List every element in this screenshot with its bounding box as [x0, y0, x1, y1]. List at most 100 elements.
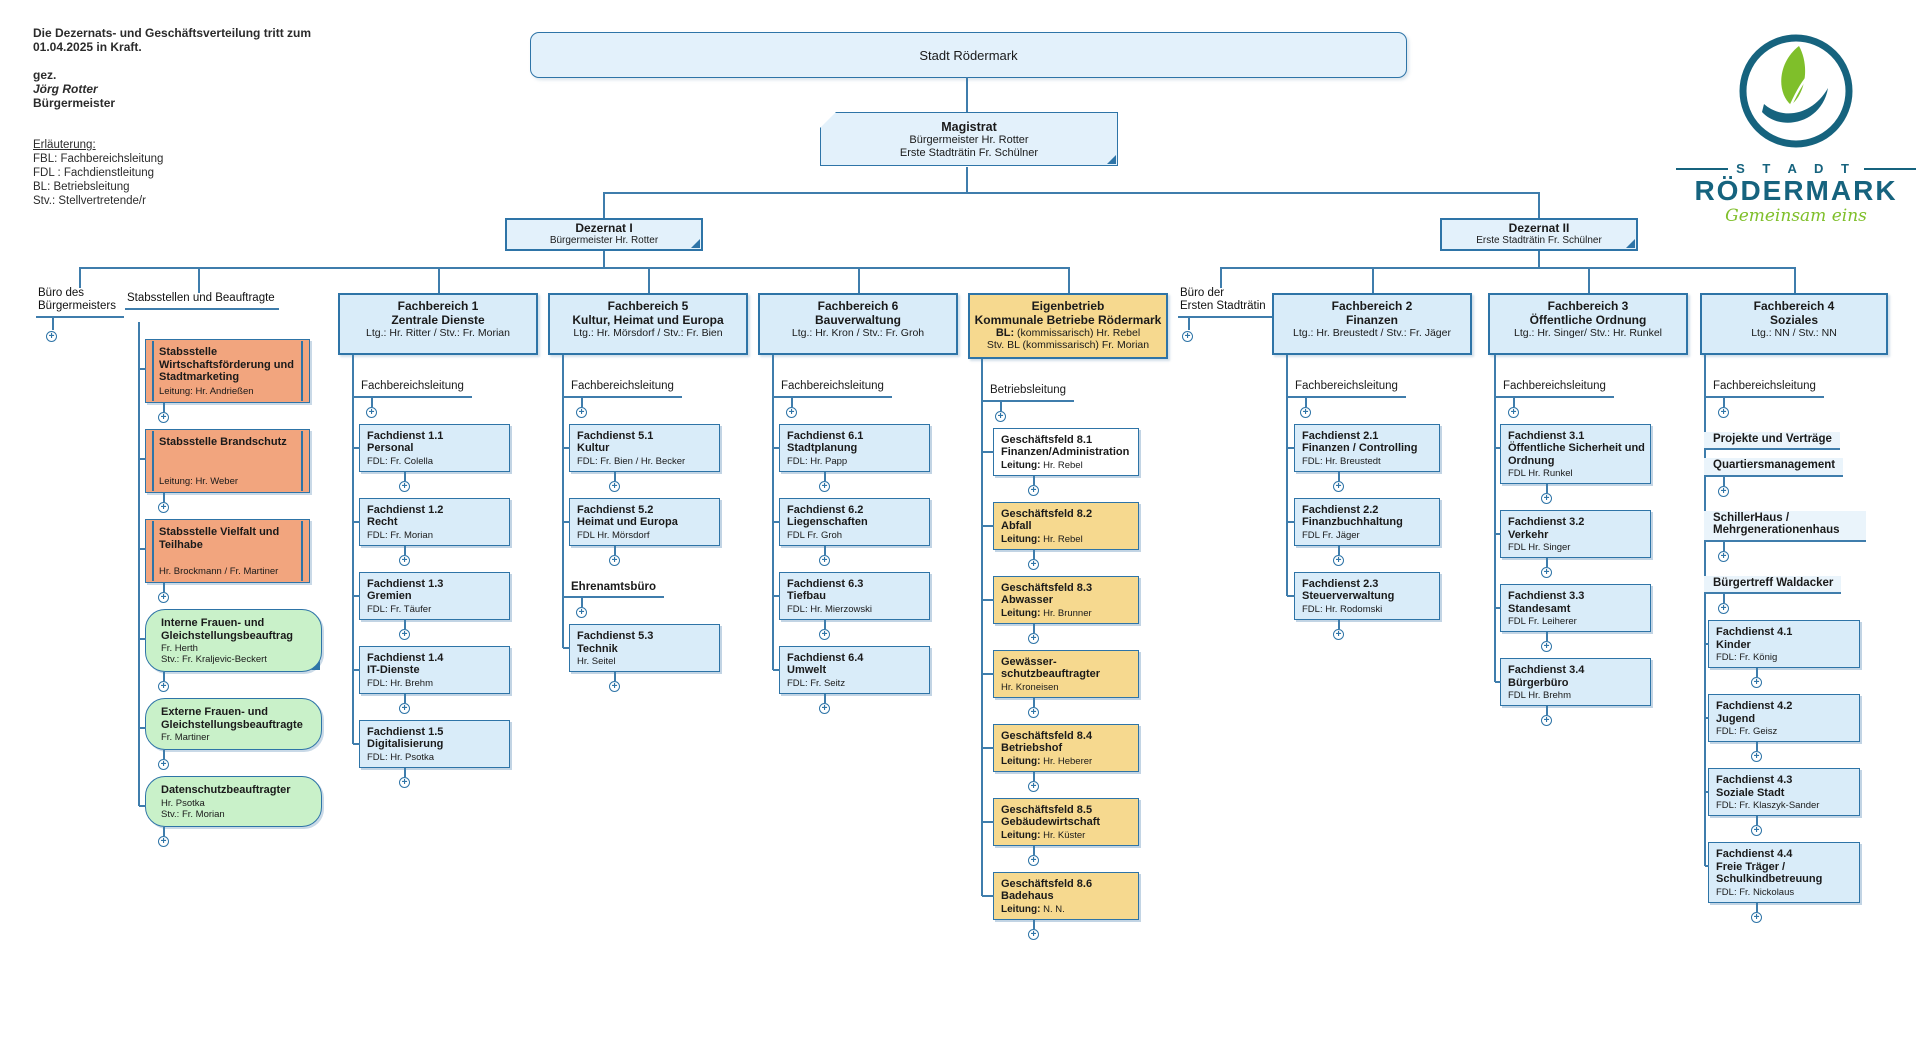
signature-name: Jörg Rotter [33, 82, 98, 96]
office-label-stabsstellen: Stabsstellen und Beauftragte [125, 292, 279, 310]
box-number: Geschäftsfeld 8.3 [1001, 581, 1093, 594]
spine-line [981, 359, 983, 896]
plus-connector-icon: + [1751, 677, 1762, 688]
header-line-text: (kommissarisch) Hr. Rebel [1014, 327, 1141, 339]
root-box-stadt-roedermark: Stadt Rödermark [530, 32, 1407, 78]
org-box: Stabsstelle Wirtschaftsförderung und Sta… [139, 339, 310, 403]
box-subtitle-label: Leitung: [1001, 607, 1041, 619]
plus-connector-icon: + [1028, 558, 1039, 570]
legend-item: Stv.: Stellvertretende/r [33, 195, 146, 207]
box-subtitle: FDL: Fr. König [1716, 652, 1855, 663]
plus-connector: + [981, 623, 1145, 650]
box-subtitle-text: FDL: Fr. Morian [367, 529, 433, 541]
connector-line [603, 192, 1540, 194]
header-line: Stv. BL (kommissarisch) Fr. Morian [986, 339, 1150, 351]
section-label: Projekte und Verträge [1704, 431, 1840, 450]
box-number: Fachdienst 6.3 [787, 577, 864, 590]
stabsstellen-column: Stabsstelle Wirtschaftsförderung und Sta… [138, 322, 328, 853]
box-subtitle-text: FDL Fr. Jäger [1302, 529, 1360, 541]
logo-rule-right [1863, 167, 1916, 170]
plus-connector-icon: + [786, 406, 797, 418]
plus-connector: + [1494, 397, 1657, 424]
header-line: Öffentliche Ordnung [1529, 312, 1647, 327]
spine-line [1704, 355, 1706, 866]
plus-connector-icon: + [158, 502, 169, 513]
connector-line [581, 598, 583, 607]
connector-line [1723, 397, 1725, 407]
connector-line [1538, 251, 1540, 268]
connector-line [1068, 267, 1070, 293]
box-title: Tiefbau [787, 590, 826, 602]
connector-line [163, 750, 165, 759]
box-subtitle-text: FDL: Fr. König [1716, 652, 1778, 663]
plus-connector: + [1494, 484, 1657, 510]
box-number: Fachdienst 1.4 [367, 651, 444, 664]
connector-line [1546, 558, 1548, 567]
plus-connector: + [981, 697, 1145, 724]
box-title: Kultur [577, 442, 610, 454]
box-title: Technik [577, 642, 618, 655]
connector-line [1000, 401, 1002, 411]
plus-connector-icon: + [819, 554, 830, 566]
box-subtitle: Leitung: N. N. [1001, 904, 1134, 915]
header-line-prefix: BL: [995, 327, 1015, 339]
box-subtitle: Leitung: Hr. Rebel [1001, 460, 1134, 471]
box-subtitle: Fr. Martiner [161, 732, 210, 743]
connector-line [404, 545, 406, 555]
plus-connector-icon: + [576, 607, 587, 618]
plus-connector-icon: + [1028, 928, 1039, 940]
plus-connector: + [1704, 668, 1866, 694]
office-label-buero-buergermeister: Büro des Bürgermeisters [36, 287, 124, 318]
connector-line [1033, 845, 1035, 855]
box-title: Stabsstelle Wirtschaftsförderung und Sta… [159, 346, 294, 383]
box-subtitle-text: Hr. Seitel [577, 656, 616, 667]
plus-connector: + [981, 475, 1145, 502]
org-box: Interne Frauen- und Gleichstellungsbeauf… [139, 609, 322, 672]
connector-line [1338, 619, 1340, 629]
box-subtitle: Stv.: Fr. Kraljevic-Beckert [161, 654, 267, 665]
plus-connector: + [1286, 545, 1446, 572]
connector-line [1723, 541, 1725, 551]
plus-connector-icon: + [1300, 406, 1311, 418]
section-label: Fachbereichsleitung [352, 379, 472, 398]
plus-connector: + [352, 693, 516, 720]
plus-connector-icon: + [1508, 406, 1519, 418]
box-title: Abfall [1001, 520, 1032, 532]
header-line: Ltg.: Hr. Mörsdorf / Stv.: Fr. Bien [573, 327, 723, 339]
box-number: Fachdienst 6.1 [787, 429, 864, 442]
box-title: Freie Träger / Schulkindbetreuung [1716, 860, 1823, 886]
box-number: Fachdienst 4.2 [1716, 700, 1793, 712]
connector-line [1033, 771, 1035, 781]
box-subtitle: FDL Fr. Groh [787, 530, 925, 541]
legend: Erläuterung: FBL: Fachbereichsleitung FD… [33, 138, 163, 208]
spine-line [138, 322, 140, 806]
box-subtitle-text: Hr. Rebel [1043, 533, 1083, 545]
box-number: Fachdienst 2.1 [1302, 429, 1379, 442]
dezernat-1-box: Dezernat I Bürgermeister Hr. Rotter [505, 218, 703, 251]
connector-line [79, 267, 1070, 269]
plus-connector: + [562, 672, 726, 698]
connector-line [1546, 706, 1548, 715]
connector-line [1756, 816, 1758, 825]
connector-line [603, 251, 605, 268]
plus-connector: + [1286, 619, 1446, 646]
box-number: Fachdienst 1.2 [367, 503, 444, 516]
note-line-1: Die Dezernats- und Geschäftsverteilung t… [33, 26, 312, 40]
box-title: Heimat und Europa [577, 516, 678, 528]
box-title: Steuerverwaltung [1302, 590, 1395, 602]
box-subtitle: FDL: Fr. Klaszyk-Sander [1716, 800, 1855, 811]
header-line: Zentrale Dienste [391, 312, 485, 327]
plus-connector-icon: + [1028, 632, 1039, 644]
